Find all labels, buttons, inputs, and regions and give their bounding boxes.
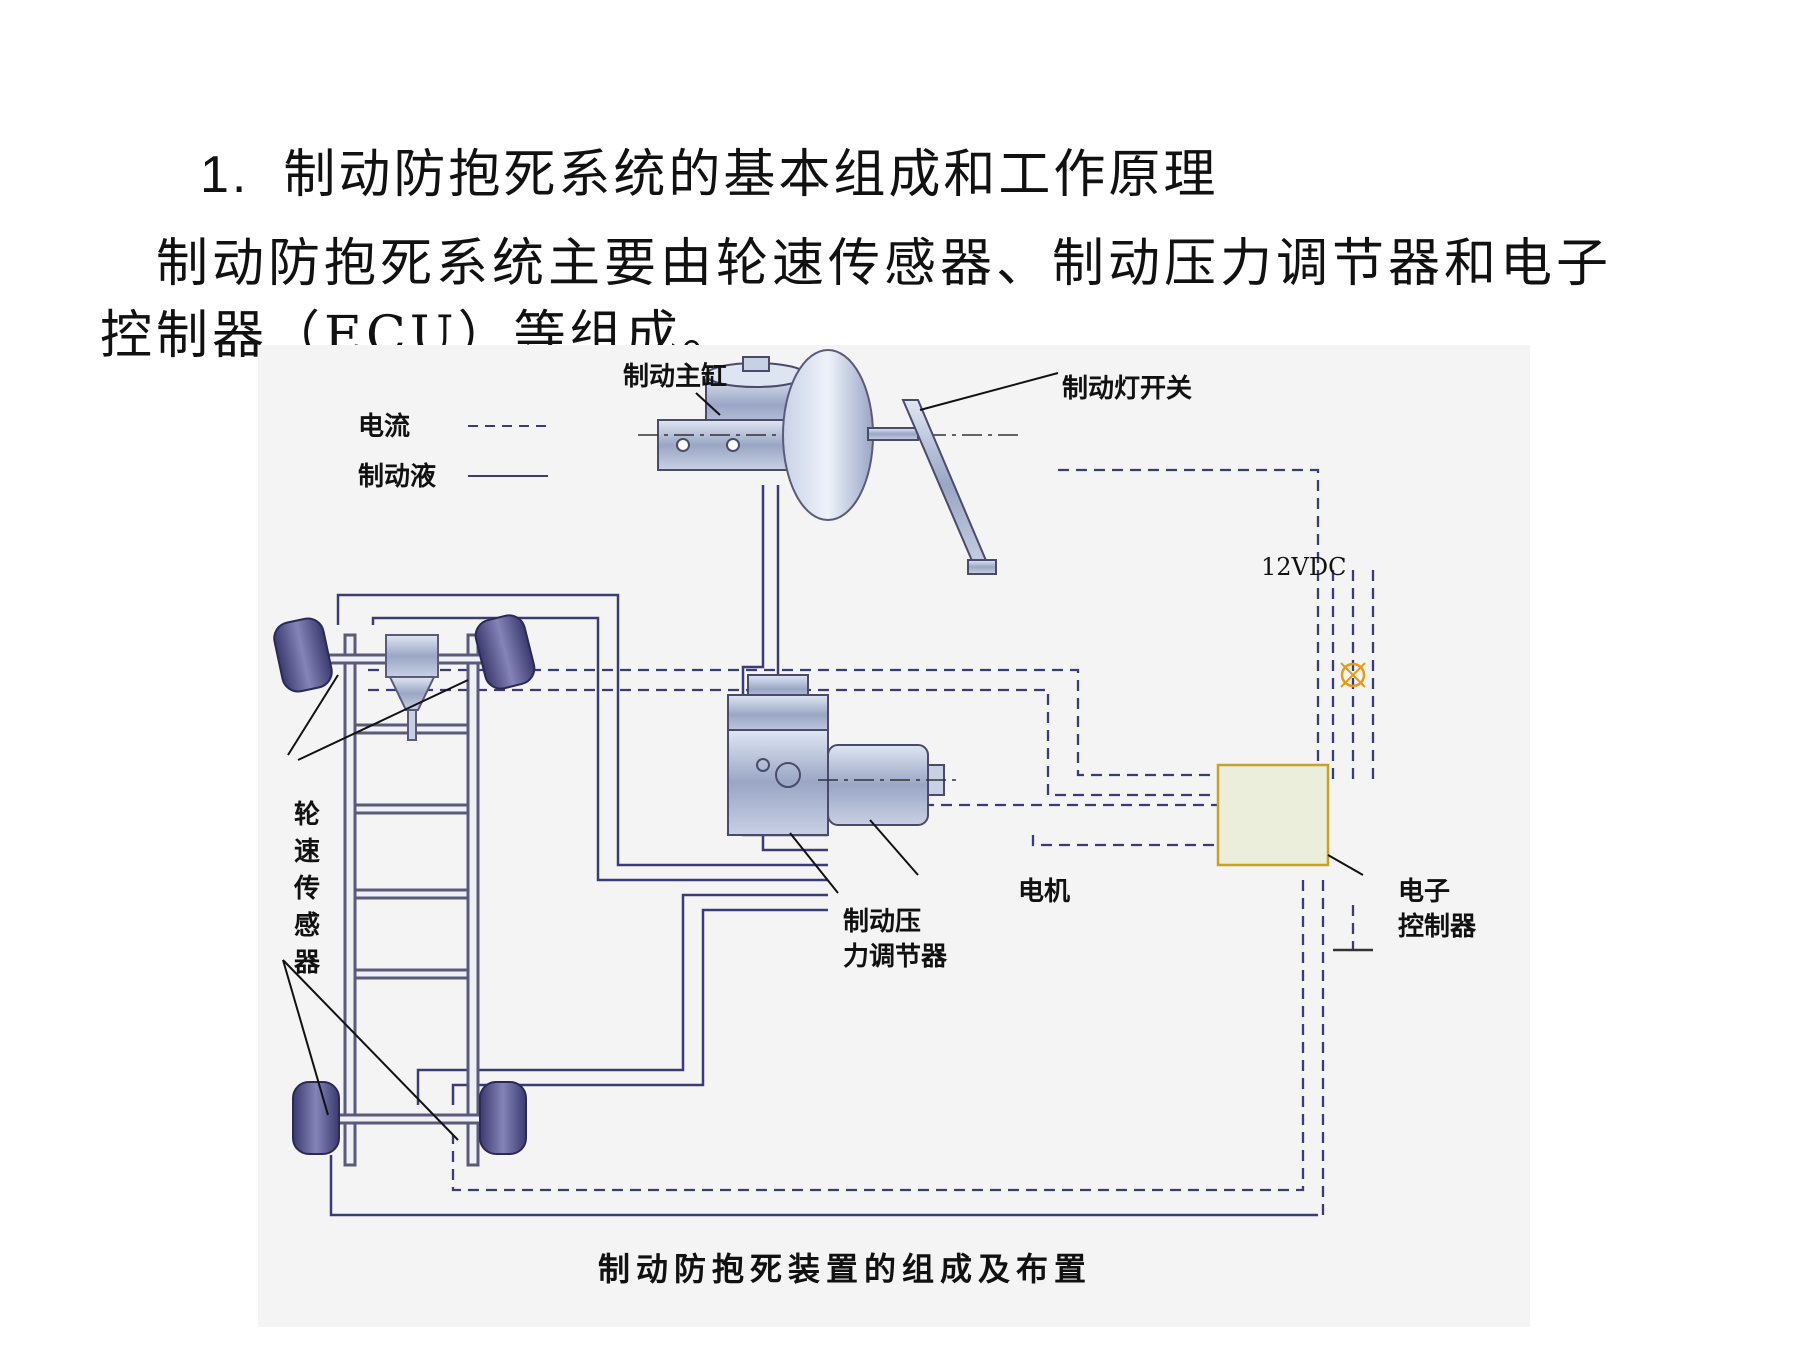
ecu-leader (1327, 854, 1364, 876)
label-wheel-sensor: 轮 速 传 感 器 (293, 800, 321, 978)
section-number: 1. (200, 146, 250, 204)
wheel-sensor-char-4: 感 (294, 911, 320, 941)
current-lines (368, 468, 1375, 1215)
wheel-sensor-char-1: 轮 (294, 800, 320, 830)
ecu-box (1216, 763, 1330, 867)
wheel-sensor-char-5: 器 (293, 948, 321, 978)
label-ecu-2: 控制器 (1398, 912, 1477, 942)
label-brake-light-switch: 制动灯开关 (1062, 374, 1192, 404)
label-pressure-regulator-2: 力调节器 (843, 942, 948, 972)
brake-booster-icon (782, 349, 874, 521)
rear-left-wheel-icon (292, 1081, 340, 1155)
intro-paragraph: 制动防抱死系统主要由轮速传感器、制动压力调节器和电子控制器（ECU）等组成。 (100, 234, 1613, 366)
abs-diagram: 电流 制动液 (258, 345, 1530, 1327)
fuse-icon (1340, 662, 1366, 688)
abs-diagram-svg: 电流 制动液 (273, 349, 1477, 1288)
wheel-sensor-char-2: 速 (294, 837, 320, 867)
label-motor: 电机 (1018, 877, 1070, 907)
legend: 电流 制动液 (358, 412, 548, 492)
section-title: 制动防抱死系统的基本组成和工作原理 (283, 145, 1219, 205)
label-voltage: 12VDC (1261, 553, 1346, 581)
master-cylinder-leader (695, 392, 721, 416)
label-pressure-regulator-1: 制动压 (843, 907, 921, 937)
brake-fluid-lines (329, 485, 1318, 1217)
wheel-sensor-leaders (282, 674, 469, 1141)
front-right-wheel-icon (474, 614, 536, 690)
brake-pedal-icon (867, 372, 1059, 575)
section-heading: 1. 制动防抱死系统的基本组成和工作原理 (200, 132, 1218, 207)
figure-caption: 制动防抱死装置的组成及布置 (598, 1250, 1092, 1288)
differential-icon (385, 634, 439, 741)
label-ecu-1: 电子 (1398, 877, 1450, 907)
legend-fluid-label: 制动液 (358, 462, 436, 492)
pressure-regulator-icon (727, 674, 958, 894)
front-left-wheel-icon (273, 617, 333, 693)
legend-current-label: 电流 (358, 412, 410, 442)
rear-right-wheel-icon (479, 1081, 527, 1155)
wheel-sensor-char-3: 传 (293, 874, 320, 904)
label-master-cylinder: 制动主缸 (623, 361, 727, 392)
